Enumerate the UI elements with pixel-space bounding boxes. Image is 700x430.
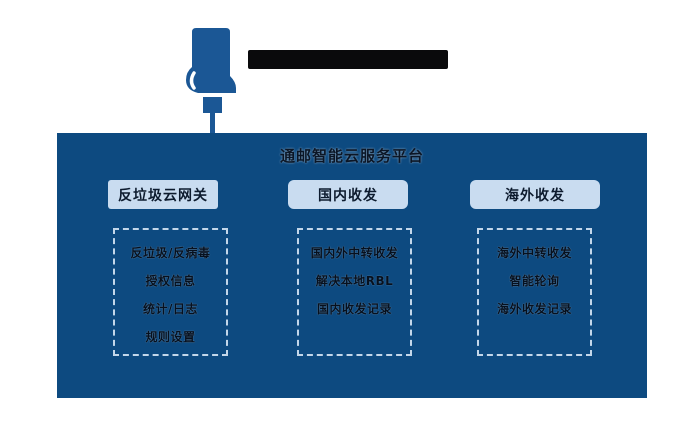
chip-antispam-gateway: 反垃圾云网关 xyxy=(108,180,218,209)
feature-item: 国内收发记录 xyxy=(316,301,392,316)
feature-item: 反垃圾/反病毒 xyxy=(130,245,211,260)
feature-list-overseas: 海外中转收发 智能轮询 海外收发记录 xyxy=(477,228,592,356)
pushpin-highlight xyxy=(189,71,196,90)
pushpin-icon xyxy=(186,28,236,136)
pushpin-needle xyxy=(210,113,215,136)
pushpin-connector xyxy=(203,97,222,113)
feature-item: 解决本地RBL xyxy=(315,273,394,288)
chip-overseas-sendreceive: 海外收发 xyxy=(470,180,600,209)
feature-item: 统计/日志 xyxy=(143,301,198,316)
feature-item: 规则设置 xyxy=(145,329,196,344)
feature-item: 国内外中转收发 xyxy=(310,245,399,260)
feature-item: 授权信息 xyxy=(145,273,196,288)
feature-list-domestic: 国内外中转收发 解决本地RBL 国内收发记录 xyxy=(297,228,412,356)
feature-list-antispam: 反垃圾/反病毒 授权信息 统计/日志 规则设置 xyxy=(113,228,228,356)
obscured-caption-bar xyxy=(248,50,448,69)
platform-box: 通邮智能云服务平台 反垃圾云网关 国内收发 海外收发 反垃圾/反病毒 授权信息 … xyxy=(57,133,647,398)
feature-item: 海外中转收发 xyxy=(496,245,572,260)
feature-item: 智能轮询 xyxy=(509,273,560,288)
chip-domestic-sendreceive: 国内收发 xyxy=(288,180,408,209)
platform-title: 通邮智能云服务平台 xyxy=(279,147,424,165)
feature-item: 海外收发记录 xyxy=(496,301,572,316)
